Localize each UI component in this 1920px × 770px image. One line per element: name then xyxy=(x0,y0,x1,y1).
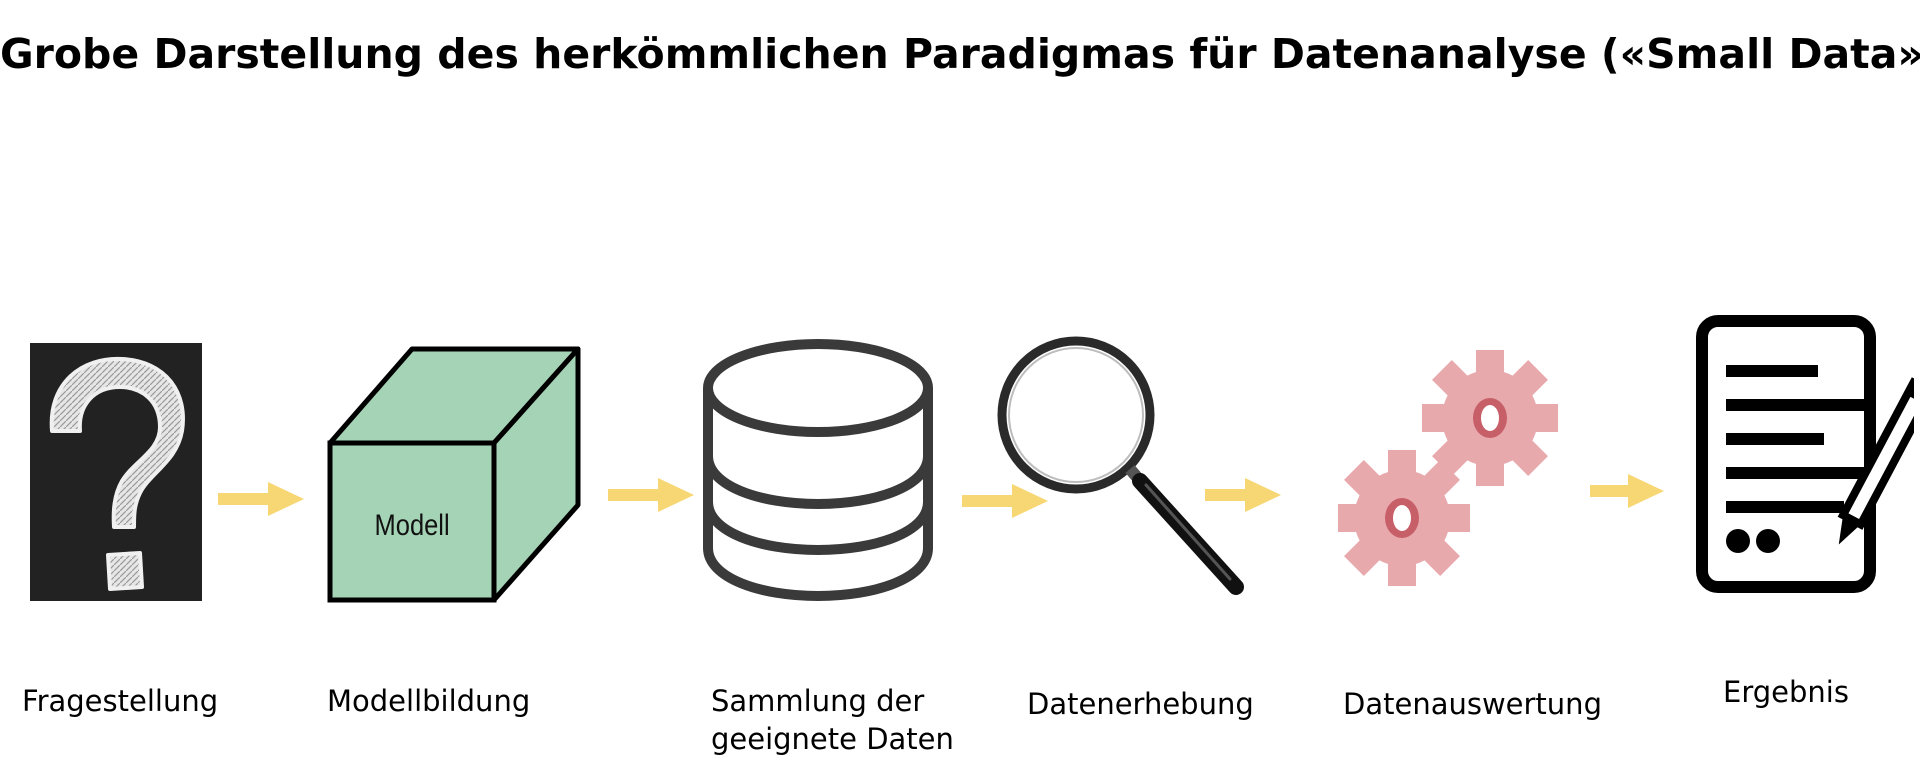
diagram-title: Grobe Darstellung des herkömmlichen Para… xyxy=(0,30,1920,78)
question-mark-icon xyxy=(30,343,202,601)
database-icon xyxy=(703,339,933,602)
model-cube-label: Modell xyxy=(375,508,450,541)
flow-arrow-1 xyxy=(218,482,304,516)
step-label-sammlung-line1: Sammlung der xyxy=(711,684,925,718)
flow-arrow-5 xyxy=(1590,474,1664,508)
step-label-fragestellung: Fragestellung xyxy=(22,684,219,718)
step-label-datenauswertung: Datenauswertung xyxy=(1343,687,1602,721)
step-label-sammlung-line2: geeignete Daten xyxy=(711,722,954,756)
flow-arrow-3 xyxy=(962,484,1048,518)
step-label-modellbildung: Modellbildung xyxy=(327,684,531,718)
step-label-datenerhebung: Datenerhebung xyxy=(1027,687,1254,721)
model-cube-icon: Modell xyxy=(327,346,581,603)
flow-arrow-2 xyxy=(608,478,694,512)
gears-icon xyxy=(1338,350,1558,586)
step-label-sammlung: Sammlung der geeignete Daten xyxy=(711,682,954,758)
flow-arrow-4 xyxy=(1205,478,1281,512)
step-label-ergebnis: Ergebnis xyxy=(1723,675,1849,709)
document-pen-icon xyxy=(1696,315,1914,593)
magnifying-glass-icon xyxy=(997,336,1244,595)
